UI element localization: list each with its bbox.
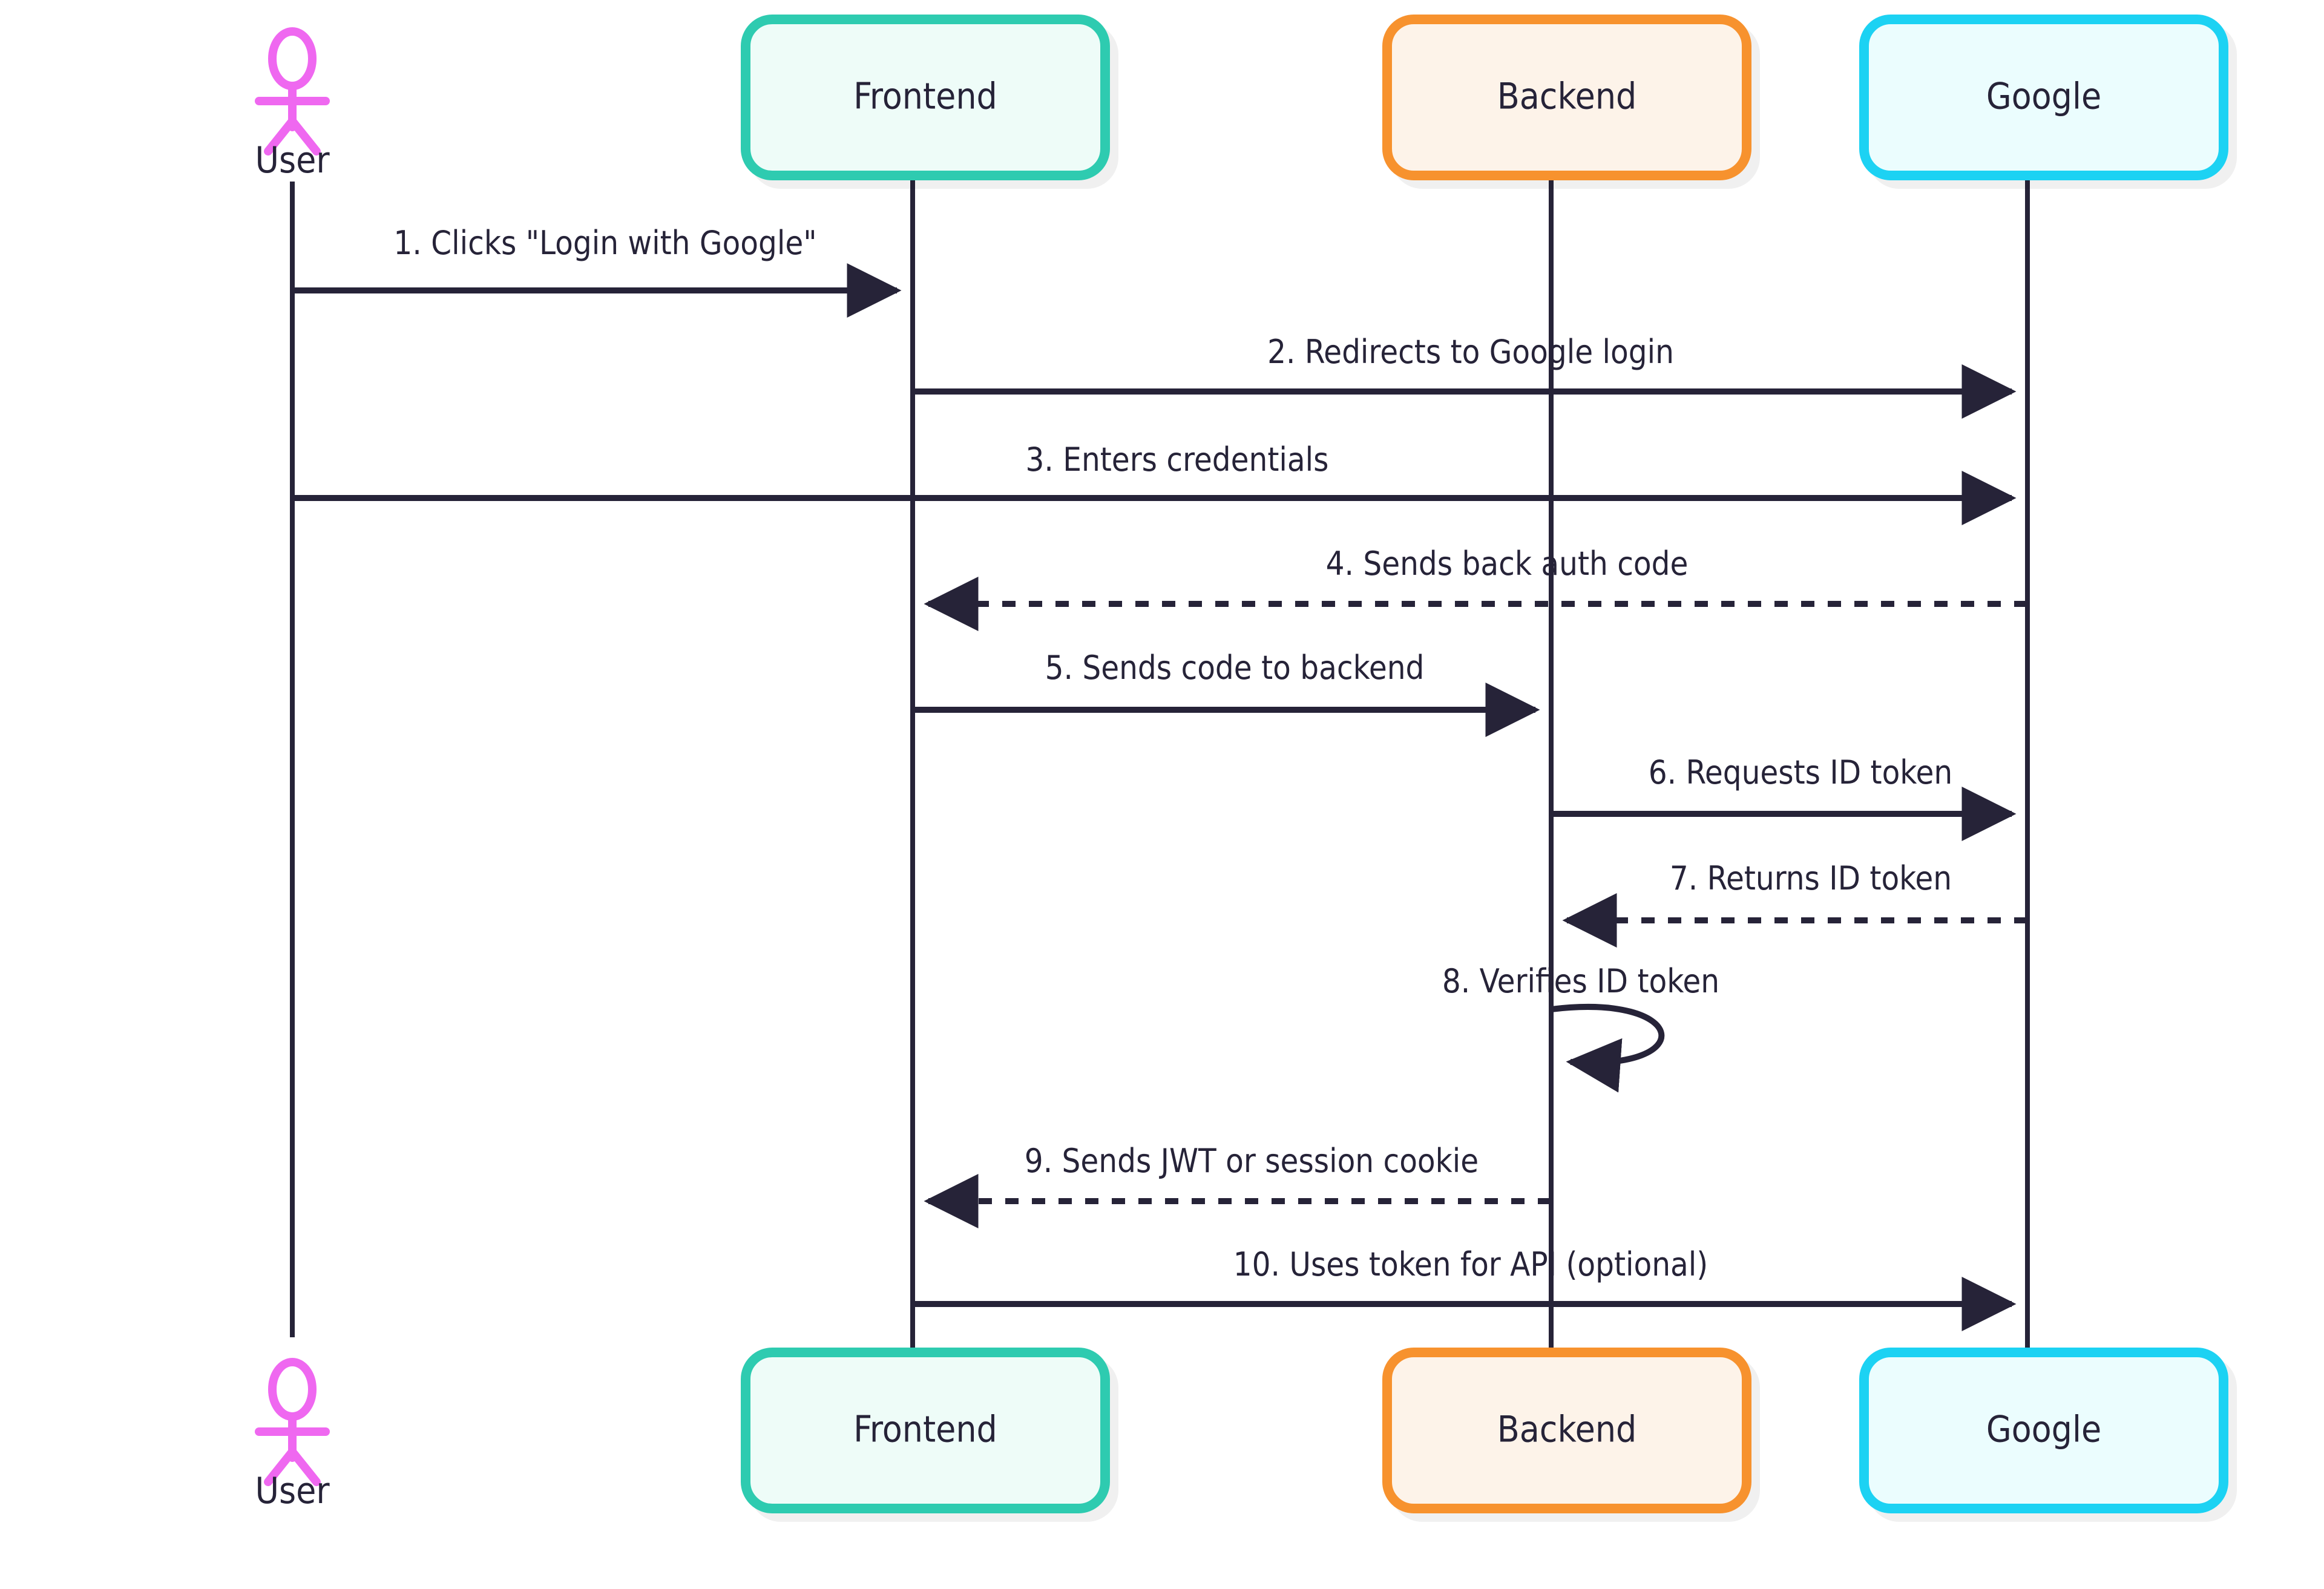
actor-stick-figure-icon-bottom	[255, 1358, 330, 1486]
message-label-9: 9. Sends JWT or session cookie	[1025, 1142, 1479, 1180]
participant-box-frontend-bottom[interactable]	[741, 1348, 1110, 1513]
participant-box-frontend-top[interactable]	[741, 15, 1110, 180]
lifelines-group	[290, 175, 2030, 1352]
message-10[interactable]: 10. Uses token for API (optional)	[913, 1245, 2017, 1331]
participant-box-google-bottom[interactable]	[1859, 1348, 2228, 1513]
message-4[interactable]: 4. Sends back auth code	[924, 545, 2027, 631]
message-1[interactable]: 1. Clicks "Login with Google"	[292, 224, 902, 318]
message-label-3: 3. Enters credentials	[1026, 441, 1329, 479]
participant-box-backend-top[interactable]	[1382, 15, 1751, 180]
participant-backend-top[interactable]: Backend	[1382, 15, 1751, 180]
message-label-1: 1. Clicks "Login with Google"	[393, 224, 816, 262]
participant-box-google-top[interactable]	[1859, 15, 2228, 180]
message-label-8: 8. Verifies ID token	[1442, 962, 1719, 1000]
message-8-self-loop[interactable]: 8. Verifies ID token	[1442, 962, 1719, 1093]
participant-google-bottom[interactable]: Google	[1859, 1348, 2228, 1513]
message-2[interactable]: 2. Redirects to Google login	[913, 333, 2017, 419]
message-5[interactable]: 5. Sends code to backend	[913, 649, 1540, 737]
message-3[interactable]: 3. Enters credentials	[292, 441, 2017, 525]
participant-frontend-top[interactable]: Frontend	[741, 15, 1110, 180]
participant-frontend-bottom[interactable]: Frontend	[741, 1348, 1110, 1513]
participant-user-top[interactable]: User	[255, 27, 330, 182]
participant-label-frontend-top: Frontend	[853, 76, 997, 118]
message-7[interactable]: 7. Returns ID token	[1562, 859, 2027, 948]
message-label-4: 4. Sends back auth code	[1326, 545, 1689, 583]
participant-label-google-top: Google	[1986, 76, 2101, 118]
participant-box-backend-bottom[interactable]	[1382, 1348, 1751, 1513]
participant-label-user-top: User	[255, 139, 330, 182]
message-label-7: 7. Returns ID token	[1670, 859, 1952, 897]
participant-backend-bottom[interactable]: Backend	[1382, 1348, 1751, 1513]
participant-label-frontend-bottom: Frontend	[853, 1409, 997, 1451]
self-loop-path-8	[1551, 1004, 1665, 1093]
participant-label-backend-top: Backend	[1497, 76, 1637, 118]
participant-label-user-bottom: User	[255, 1470, 330, 1512]
message-label-2: 2. Redirects to Google login	[1267, 333, 1674, 371]
participant-user-bottom[interactable]: User	[255, 1358, 330, 1512]
message-label-5: 5. Sends code to backend	[1045, 649, 1425, 687]
message-label-10: 10. Uses token for API (optional)	[1233, 1245, 1709, 1283]
participant-google-top[interactable]: Google	[1859, 15, 2228, 180]
message-9[interactable]: 9. Sends JWT or session cookie	[924, 1142, 1551, 1228]
participant-label-backend-bottom: Backend	[1497, 1409, 1637, 1451]
message-label-6: 6. Requests ID token	[1649, 753, 1952, 791]
actor-stick-figure-icon	[255, 27, 330, 156]
message-6[interactable]: 6. Requests ID token	[1551, 753, 2017, 841]
participant-label-google-bottom: Google	[1986, 1409, 2101, 1451]
